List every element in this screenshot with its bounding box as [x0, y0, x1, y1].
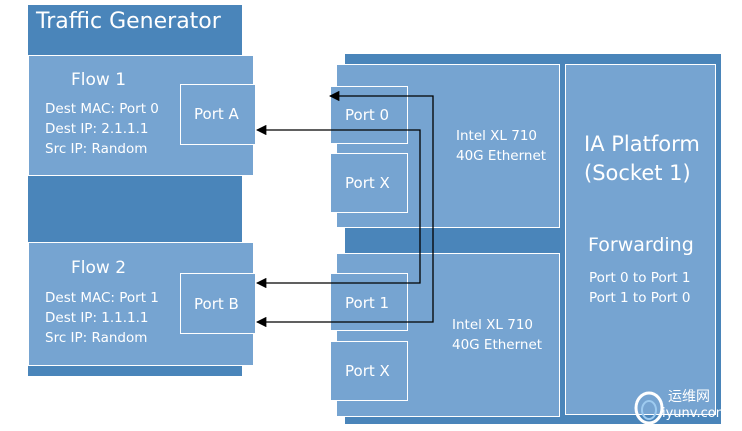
flow-2-dest-ip: Dest IP: 1.1.1.1	[45, 310, 149, 326]
forwarding-rule-1: Port 0 to Port 1	[589, 270, 691, 286]
nic-2-port-1-label: Port 1	[345, 294, 390, 312]
nic-2-label-line2: 40G Ethernet	[452, 337, 543, 353]
nic-1-port-x-label: Port X	[345, 174, 390, 192]
watermark-url-text: iyunv.com	[662, 406, 729, 421]
forwarding-title: Forwarding	[588, 234, 694, 256]
flow-1-dest-ip: Dest IP: 2.1.1.1	[45, 121, 149, 137]
port-b-label: Port B	[194, 295, 239, 313]
port-a-label: Port A	[194, 105, 239, 123]
nic-1-label-line2: 40G Ethernet	[456, 148, 547, 164]
flow-2-src-ip: Src IP: Random	[45, 330, 148, 346]
forwarding-rule-2: Port 1 to Port 0	[589, 290, 691, 306]
traffic-generator-title: Traffic Generator	[36, 9, 221, 34]
flow-1-src-ip: Src IP: Random	[45, 141, 148, 157]
port-b-box: Port B	[180, 273, 256, 334]
watermark-logo-icon	[634, 391, 664, 425]
port-a-box: Port A	[180, 84, 256, 145]
traffic-generator-header: Traffic Generator	[28, 5, 242, 54]
ia-platform-box: IA Platform (Socket 1) Forwarding Port 0…	[565, 64, 716, 415]
wire-port-a-to-port-0	[255, 90, 434, 328]
nic-1-port-0-label: Port 0	[345, 106, 390, 124]
watermark-logo-text: 运维网	[668, 389, 710, 405]
nic-2-label-line1: Intel XL 710	[452, 317, 534, 333]
flow-2-dest-mac: Dest MAC: Port 1	[45, 290, 159, 306]
nic-1-port-x: Port X	[330, 153, 408, 213]
flow-1-dest-mac: Dest MAC: Port 0	[45, 101, 159, 117]
platform-title-line2: (Socket 1)	[584, 161, 691, 185]
nic-1-label-line1: Intel XL 710	[456, 128, 538, 144]
platform-title-line1: IA Platform	[584, 132, 700, 156]
nic-2-port-x: Port X	[330, 341, 408, 401]
wire-port-a-return	[255, 124, 421, 289]
watermark: 运维网 iyunv.com	[632, 384, 740, 428]
flow-2-title: Flow 2	[71, 258, 127, 278]
flow-1-title: Flow 1	[71, 70, 127, 90]
nic-2-port-x-label: Port X	[345, 362, 390, 380]
